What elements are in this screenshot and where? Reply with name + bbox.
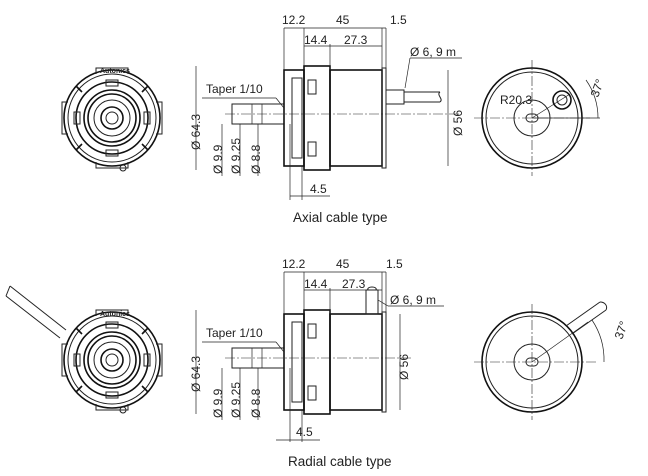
dim-body-diameter-radial: Ø 56 [397,354,411,380]
brand-logo-radial: Autonics [100,311,130,318]
dim-shaft-2: Ø 9.25 [229,138,243,174]
dim-shaft-step: 4.5 [310,182,327,196]
axial-side-view [225,65,460,171]
dim-outer-diameter-radial: Ø 64.3 [189,356,203,392]
radial-dimensions: 12.2 45 1.5 14.4 27.3 Ø 6, 9 m Taper 1/1… [189,257,444,469]
dim-shaft-1: Ø 9.9 [211,144,225,174]
dim-shaft-step-radial: 4.5 [296,425,313,439]
label-taper-radial: Taper 1/10 [206,326,263,340]
dim-angle-axial: 37° [588,77,607,99]
dim-boss-radial: 14.4 [304,277,328,291]
dim-shaft-3: Ø 8.8 [249,144,263,174]
dim-flange-radial: 12.2 [282,257,306,271]
dim-housing-radial: 27.3 [342,277,366,291]
radial-front-view: Autonics [5,285,163,414]
radial-rear-view: 37° [474,301,631,420]
dim-cable-radial: Ø 6, 9 m [390,293,436,307]
dim-shaft-3-radial: Ø 8.8 [249,388,263,418]
dim-housing: 27.3 [344,33,368,47]
dim-outer-diameter: Ø 64.3 [189,114,203,150]
dim-body-radial: 45 [336,257,350,271]
radial-side-view [225,286,412,415]
dim-body: 45 [336,13,350,27]
label-taper: Taper 1/10 [206,82,263,96]
axial-rear-view: R20.3 37° [474,60,607,176]
dim-shaft-1-radial: Ø 9.9 [211,388,225,418]
axial-dimensions: 12.2 45 1.5 14.4 27.3 Ø 6, 9 m Taper 1/1… [189,13,465,225]
axial-front-view: Autonics [61,67,163,172]
dim-radius: R20.3 [500,93,532,107]
dim-boss: 14.4 [304,33,328,47]
dim-flange: 12.2 [282,13,306,27]
dim-angle-radial: 37° [612,319,631,341]
caption-radial: Radial cable type [288,454,392,469]
dim-cable: Ø 6, 9 m [410,45,456,59]
dim-shaft-2-radial: Ø 9.25 [229,382,243,418]
dim-cover-radial: 1.5 [386,257,403,271]
dim-cover: 1.5 [390,13,407,27]
brand-logo: Autonics [100,68,130,75]
caption-axial: Axial cable type [293,210,388,225]
dim-body-diameter: Ø 56 [451,110,465,136]
